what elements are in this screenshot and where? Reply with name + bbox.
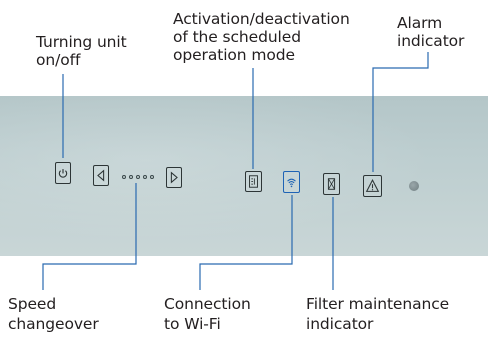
label-power-line-1: Turning unit	[36, 33, 127, 51]
speed-level-indicator	[122, 175, 156, 181]
speed-dot-5	[150, 175, 154, 179]
label-schedule-line-3: operation mode	[173, 46, 295, 64]
label-schedule-line-2: of the scheduled	[173, 28, 301, 46]
alarm-indicator	[363, 175, 382, 197]
label-alarm-line-2: indicator	[397, 32, 465, 50]
label-wifi-line-2: to Wi-Fi	[164, 315, 221, 333]
label-speed-line-1: Speed	[8, 295, 57, 313]
speed-dot-4	[143, 175, 147, 179]
arrow-left-icon	[97, 169, 105, 182]
speed-up-button[interactable]	[166, 167, 182, 188]
power-button[interactable]	[55, 162, 71, 184]
power-icon	[58, 169, 68, 178]
label-filter-line-1: Filter maintenance	[306, 295, 450, 313]
label-schedule-line-1: Activation/deactivation	[173, 10, 350, 28]
speed-down-button[interactable]	[93, 165, 109, 186]
filter-icon	[327, 178, 336, 190]
wifi-icon	[287, 178, 296, 188]
filter-button[interactable]	[323, 173, 340, 195]
label-speed-line-2: changeover	[8, 315, 99, 333]
control-panel	[0, 96, 488, 256]
arrow-right-icon	[170, 171, 178, 184]
speed-dot-3	[136, 175, 140, 179]
label-filter-line-2: indicator	[306, 315, 374, 333]
schedule-button[interactable]	[245, 171, 262, 192]
speed-dot-2	[129, 175, 133, 179]
alarm-icon	[365, 179, 380, 192]
status-led	[409, 181, 419, 191]
wifi-button[interactable]	[283, 171, 300, 193]
schedule-icon	[249, 175, 258, 188]
label-power-line-2: on/off	[36, 51, 81, 69]
label-alarm-line-1: Alarm	[397, 14, 443, 32]
label-wifi-line-1: Connection	[164, 295, 251, 313]
speed-dot-1	[122, 175, 126, 179]
